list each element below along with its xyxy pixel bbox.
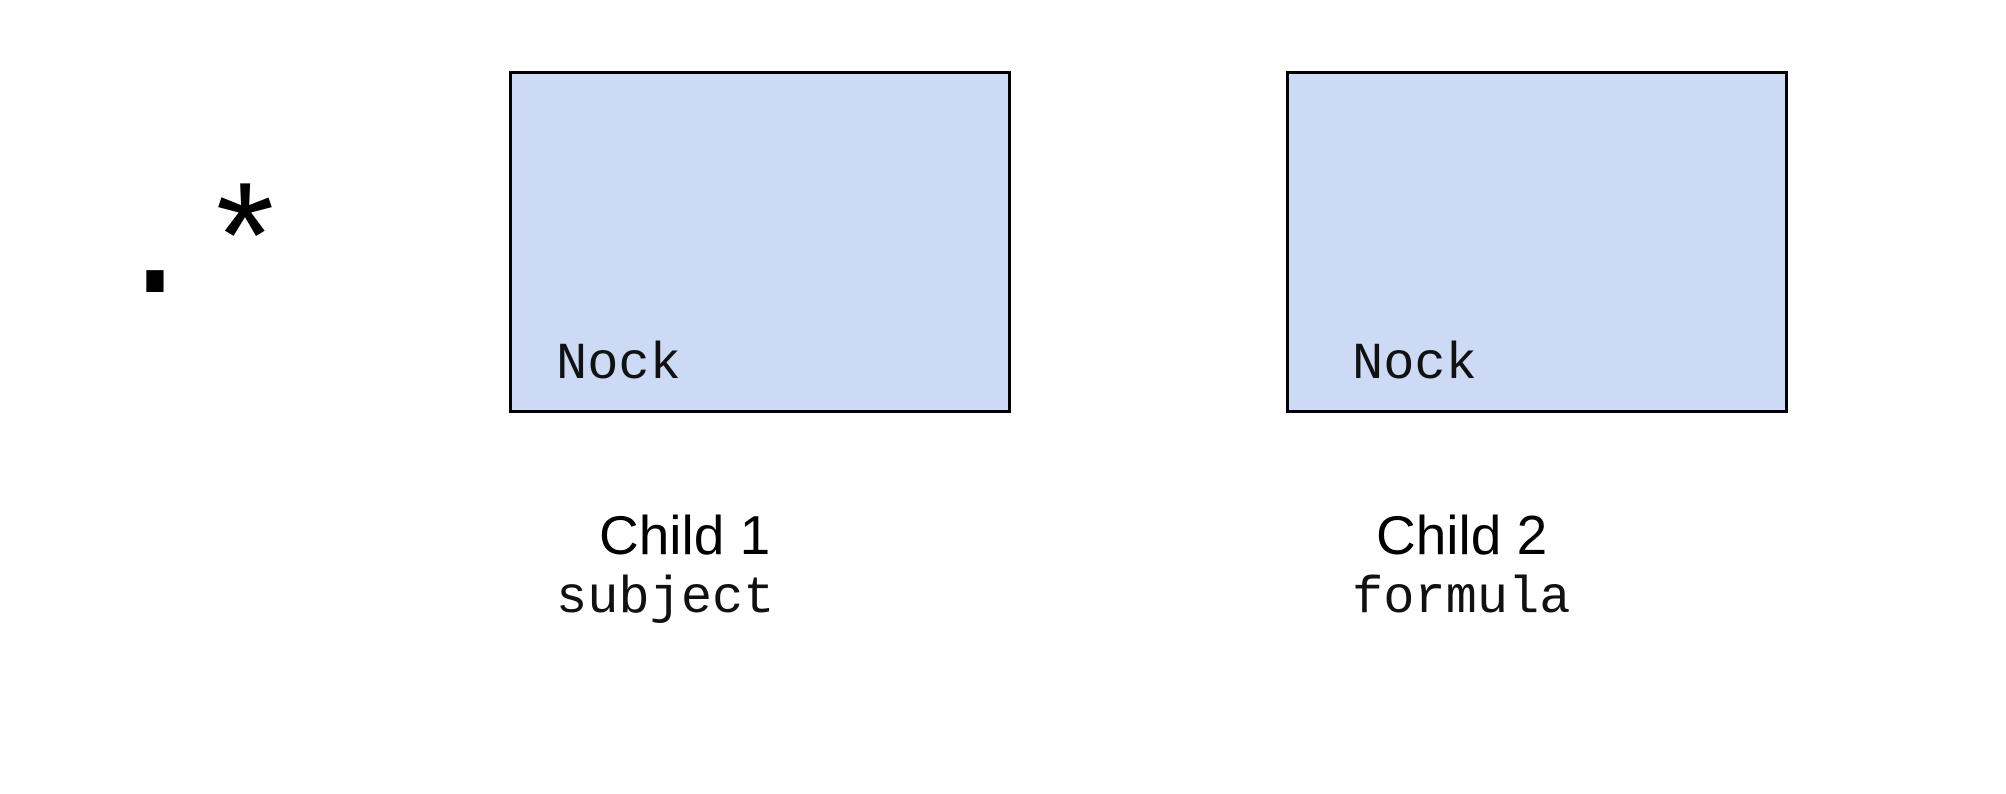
nock-formula-box: Nock formula xyxy=(1286,71,1788,628)
child-2-label: Child 2 xyxy=(1376,504,1548,566)
nock-subject-box: Nock subject xyxy=(509,71,1011,628)
nock-formula-text: Nock formula xyxy=(1352,170,1570,794)
nock-subject-line-1: Nock xyxy=(556,335,681,394)
nock-formula-line-2: formula xyxy=(1352,569,1571,628)
nock-subject-line-2: subject xyxy=(556,569,775,628)
cell-operator-symbol: .* xyxy=(110,168,291,338)
nock-subject-text: Nock subject xyxy=(556,170,774,794)
child-1-label: Child 1 xyxy=(599,504,771,566)
diagram-canvas: .* Nock subject Nock formula Child 1 Chi… xyxy=(110,71,1788,628)
nock-formula-line-1: Nock xyxy=(1352,335,1477,394)
